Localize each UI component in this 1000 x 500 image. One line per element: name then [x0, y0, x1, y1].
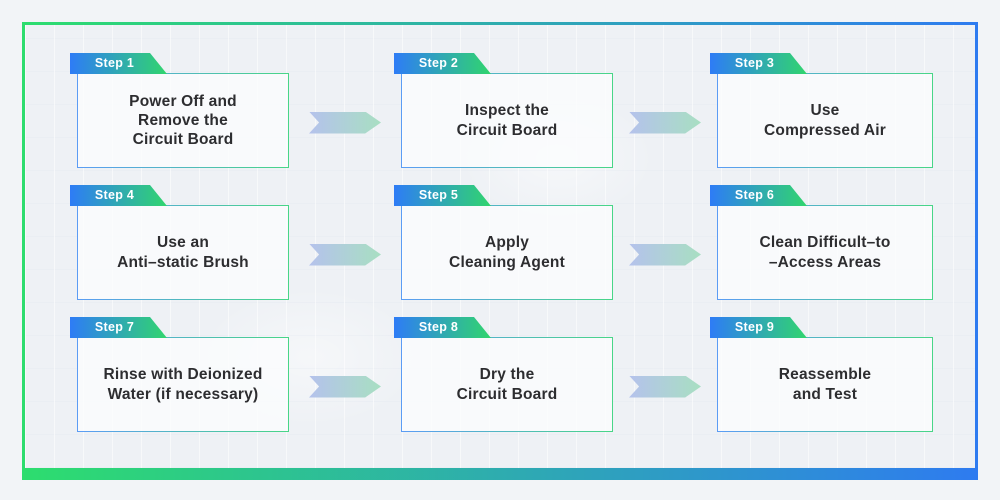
arrow-cell [289, 317, 401, 432]
step-tag: Step 2 [394, 53, 491, 74]
step-title: Dry the Circuit Board [456, 366, 558, 403]
step-tag: Step 1 [70, 53, 167, 74]
arrow-cell [613, 317, 717, 432]
step-card-7: Step 7 Rinse with Deionized Water (if ne… [77, 317, 289, 432]
step-title: Clean Difficult–to –Access Areas [759, 234, 891, 271]
flow-arrow-icon [309, 243, 381, 266]
step-box: Use Compressed Air [717, 73, 933, 168]
flow-arrow-icon [309, 375, 381, 398]
step-card-9: Step 9 Reassemble and Test [717, 317, 933, 432]
flow-arrow-icon [629, 243, 701, 266]
step-box: Clean Difficult–to –Access Areas [717, 205, 933, 300]
step-title: Use an Anti–static Brush [117, 234, 249, 271]
gradient-border-frame: Step 1 Power Off and Remove the Circuit … [22, 22, 978, 480]
step-title: Use Compressed Air [764, 102, 886, 139]
step-box: Inspect the Circuit Board [401, 73, 613, 168]
arrow-cell [289, 53, 401, 168]
step-title: Rinse with Deionized Water (if necessary… [103, 366, 263, 403]
step-tag: Step 3 [710, 53, 807, 74]
step-title: Reassemble and Test [778, 366, 872, 403]
step-box: Dry the Circuit Board [401, 337, 613, 432]
step-title: Power Off and Remove the Circuit Board [129, 92, 237, 149]
step-card-3: Step 3 Use Compressed Air [717, 53, 933, 168]
flow-arrow-icon [309, 111, 381, 134]
step-box: Rinse with Deionized Water (if necessary… [77, 337, 289, 432]
step-title: Inspect the Circuit Board [456, 102, 558, 139]
step-tag: Step 4 [70, 185, 167, 206]
arrow-cell [289, 185, 401, 300]
arrow-cell [613, 53, 717, 168]
flow-arrow-icon [629, 111, 701, 134]
step-box: Apply Cleaning Agent [401, 205, 613, 300]
step-tag: Step 7 [70, 317, 167, 338]
step-card-4: Step 4 Use an Anti–static Brush [77, 185, 289, 300]
step-tag: Step 5 [394, 185, 491, 206]
step-tag: Step 8 [394, 317, 491, 338]
flow-arrow-icon [629, 375, 701, 398]
step-title: Apply Cleaning Agent [449, 234, 565, 271]
step-box: Use an Anti–static Brush [77, 205, 289, 300]
step-box: Power Off and Remove the Circuit Board [77, 73, 289, 168]
step-card-8: Step 8 Dry the Circuit Board [401, 317, 613, 432]
step-box: Reassemble and Test [717, 337, 933, 432]
arrow-cell [613, 185, 717, 300]
step-tag: Step 6 [710, 185, 807, 206]
step-card-2: Step 2 Inspect the Circuit Board [401, 53, 613, 168]
steps-grid: Step 1 Power Off and Remove the Circuit … [77, 53, 933, 432]
step-tag: Step 9 [710, 317, 807, 338]
step-card-1: Step 1 Power Off and Remove the Circuit … [77, 53, 289, 168]
flowchart-canvas: Step 1 Power Off and Remove the Circuit … [25, 25, 975, 468]
step-card-6: Step 6 Clean Difficult–to –Access Areas [717, 185, 933, 300]
step-card-5: Step 5 Apply Cleaning Agent [401, 185, 613, 300]
